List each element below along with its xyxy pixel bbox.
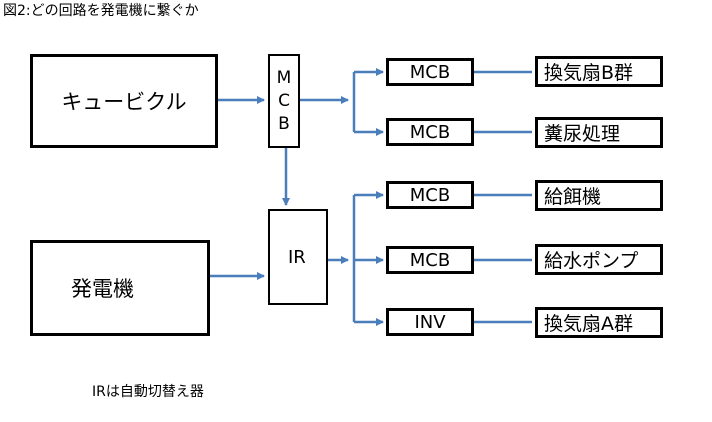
generator-box: 発電機 <box>30 240 210 336</box>
lower-mcb-1-label: MCB <box>409 184 451 206</box>
ir-label: IR <box>288 246 306 268</box>
lower-mcb-2-label: MCB <box>409 249 451 271</box>
upper-mcb-1-label: MCB <box>409 61 451 83</box>
main-mcb-box: M C B <box>268 54 300 148</box>
load-manure-box: 糞尿処理 <box>535 117 663 148</box>
load-water-pump-label: 給水ポンプ <box>544 250 639 272</box>
lower-inv-label: INV <box>414 311 446 333</box>
upper-mcb-1-box: MCB <box>386 58 474 86</box>
generator-label: 発電機 <box>71 277 134 301</box>
ir-switch-box: IR <box>268 209 328 305</box>
load-manure-label: 糞尿処理 <box>544 123 621 145</box>
lower-mcb-1-box: MCB <box>386 181 474 209</box>
ir-note: IRは自動切替え器 <box>92 384 204 400</box>
lower-inv-box: INV <box>386 308 474 336</box>
main-mcb-char-b: B <box>278 113 290 134</box>
cubicle-box: キュービクル <box>30 54 218 148</box>
main-mcb-char-m: M <box>276 67 292 88</box>
lower-mcb-2-box: MCB <box>386 246 474 274</box>
main-mcb-char-c: C <box>278 90 290 111</box>
cubicle-label: キュービクル <box>61 90 187 114</box>
load-feeder-label: 給餌機 <box>544 186 602 208</box>
load-ventilation-a-label: 換気扇A群 <box>544 313 633 335</box>
load-ventilation-b-label: 換気扇B群 <box>544 62 634 84</box>
load-ventilation-b-box: 換気扇B群 <box>535 56 663 87</box>
load-ventilation-a-box: 換気扇A群 <box>535 307 663 338</box>
upper-mcb-2-box: MCB <box>386 118 474 146</box>
upper-mcb-2-label: MCB <box>409 121 451 143</box>
load-feeder-box: 給餌機 <box>535 180 663 211</box>
load-water-pump-box: 給水ポンプ <box>535 244 663 275</box>
figure-title: 図2:どの回路を発電機に繋ぐか <box>3 3 199 19</box>
